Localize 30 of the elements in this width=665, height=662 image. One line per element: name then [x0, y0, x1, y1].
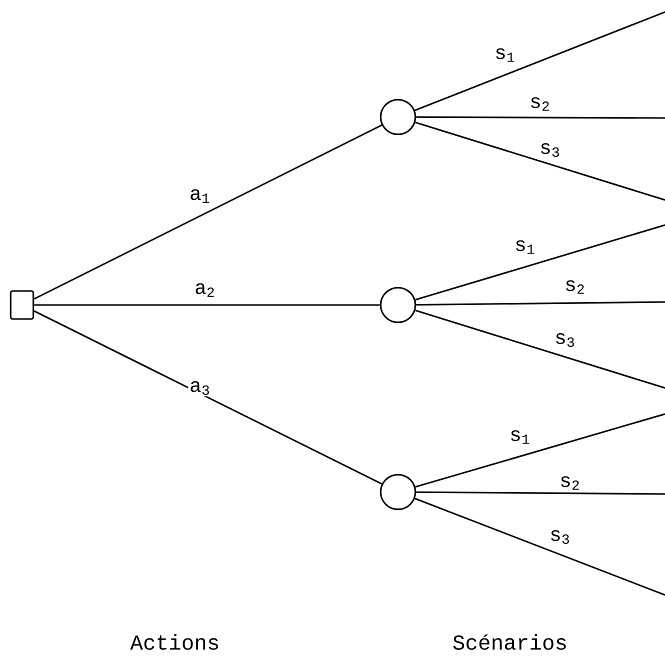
edge-label: a$_{2}$ [193, 282, 217, 298]
edge-label: s$_{3}$ [538, 142, 562, 158]
edge-label: s$_{1}$ [493, 46, 517, 64]
branch-line [416, 116, 665, 119]
branch-line [34, 124, 382, 300]
axis-caption: Scénarios [453, 634, 566, 650]
branch-line [415, 310, 665, 389]
branch-line [414, 498, 665, 596]
axis-caption: Actions [130, 634, 218, 650]
edge-label: a$_{3}$ [188, 380, 212, 396]
edge-label: s$_{2}$ [563, 278, 587, 296]
edge-label: s$_{3}$ [553, 332, 577, 348]
decision-square [10, 290, 34, 320]
edge-label: s$_{1}$ [508, 428, 532, 446]
edge-label: a$_{1}$ [188, 188, 212, 204]
edge-label: s$_{2}$ [558, 474, 582, 492]
branch-line [414, 11, 665, 112]
branch-line [416, 491, 665, 495]
branch-line [34, 304, 380, 306]
branch-line [415, 122, 665, 201]
edge-label: s$_{2}$ [528, 96, 552, 112]
chance-circle [380, 474, 416, 510]
edge-label: s$_{3}$ [548, 528, 572, 546]
branch-line [415, 224, 665, 301]
edge-label: s$_{1}$ [513, 238, 537, 256]
branch-line [415, 413, 665, 488]
chance-circle [380, 98, 416, 136]
chance-circle [380, 286, 416, 324]
branch-line [34, 310, 382, 485]
branch-line [416, 301, 665, 306]
